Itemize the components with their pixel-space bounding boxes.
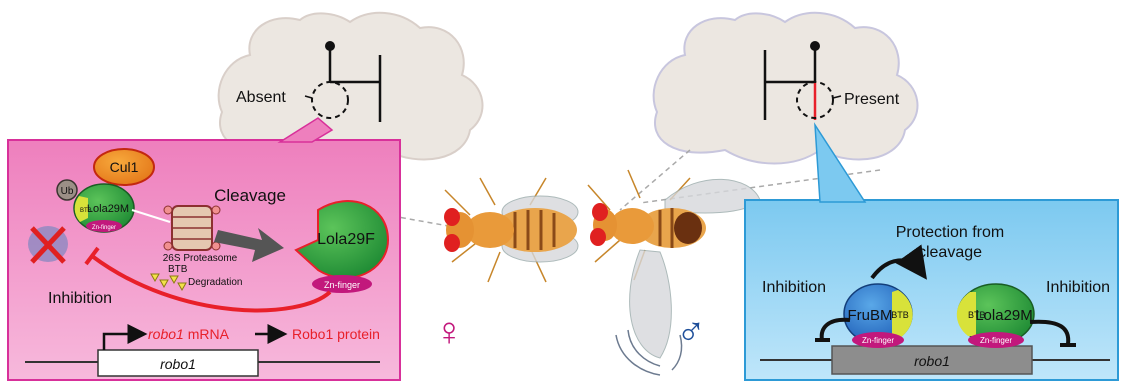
cleavage-label: Cleavage <box>214 186 286 205</box>
female-mechanism-panel: Cul1 Ub BTB Lola29M Zn-finger <box>8 118 400 380</box>
mrna-label: robo1 mRNA <box>148 326 230 342</box>
inhibition-right-label: Inhibition <box>1046 279 1110 296</box>
male-brain: Present <box>654 13 918 164</box>
frubm-protein: FruBM BTB Zn-finger <box>844 284 913 348</box>
lola29f-label: Lola29F <box>317 231 375 248</box>
protein-label: Robo1 protein <box>292 326 380 342</box>
lola29m-label-male: Lola29M <box>975 307 1033 324</box>
frubm-label: FruBM <box>848 307 893 324</box>
degradation-label: Degradation <box>188 277 242 288</box>
proteasome-label: 26S Proteasome <box>163 253 238 264</box>
zn-finger-fru-label: Zn-finger <box>862 336 894 345</box>
inhibition-left-label: Inhibition <box>762 279 826 296</box>
male-symbol: ♂ <box>676 310 706 354</box>
robo1-gene-label: robo1 <box>160 356 196 372</box>
lola29m-label: Lola29M <box>87 203 129 215</box>
ub-label: Ub <box>61 186 74 197</box>
male-fly <box>588 170 760 375</box>
proteasome-icon <box>164 206 220 250</box>
crossed-fru-icon <box>28 226 68 262</box>
robo1-gene-label-male: robo1 <box>914 353 950 369</box>
inhibition-label: Inhibition <box>48 290 112 307</box>
btb-fru-label: BTB <box>891 310 909 320</box>
female-symbol: ♀ <box>434 310 464 354</box>
absent-label: Absent <box>236 89 286 106</box>
protection-line1: Protection from <box>896 224 1004 241</box>
zn-finger-lola-label: Zn-finger <box>980 336 1012 345</box>
protection-line2: cleavage <box>918 244 982 261</box>
female-fly <box>444 178 578 282</box>
present-label: Present <box>844 91 900 108</box>
male-mechanism-panel: Protection from cleavage Inhibition Inhi… <box>745 125 1118 380</box>
zn-finger-label: Zn-finger <box>324 280 360 290</box>
lola29m-protein: BTB Lola29M Zn-finger <box>74 184 134 232</box>
zn-finger-small-label: Zn-finger <box>92 225 116 231</box>
btb-label: BTB <box>168 264 188 275</box>
cul1-label: Cul1 <box>110 159 139 175</box>
